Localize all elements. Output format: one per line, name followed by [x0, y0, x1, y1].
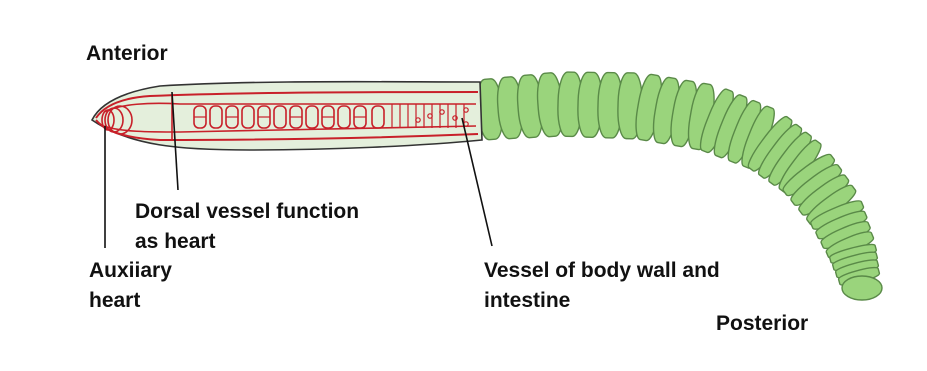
- anterior-label: Anterior: [86, 40, 168, 67]
- dorsal-vessel-label-line2: as heart: [135, 228, 216, 255]
- dorsal-vessel-label-line1: Dorsal vessel function: [135, 198, 359, 225]
- tail-tip: [842, 276, 882, 300]
- body-wall-vessel-label-line2: intestine: [484, 287, 570, 314]
- posterior-label: Posterior: [716, 310, 808, 337]
- auxiliary-heart-label-line2: heart: [89, 287, 140, 314]
- auxiliary-heart-label-line1: Auxiiary: [89, 257, 172, 284]
- body-wall-vessel-label-line1: Vessel of body wall and: [484, 257, 720, 284]
